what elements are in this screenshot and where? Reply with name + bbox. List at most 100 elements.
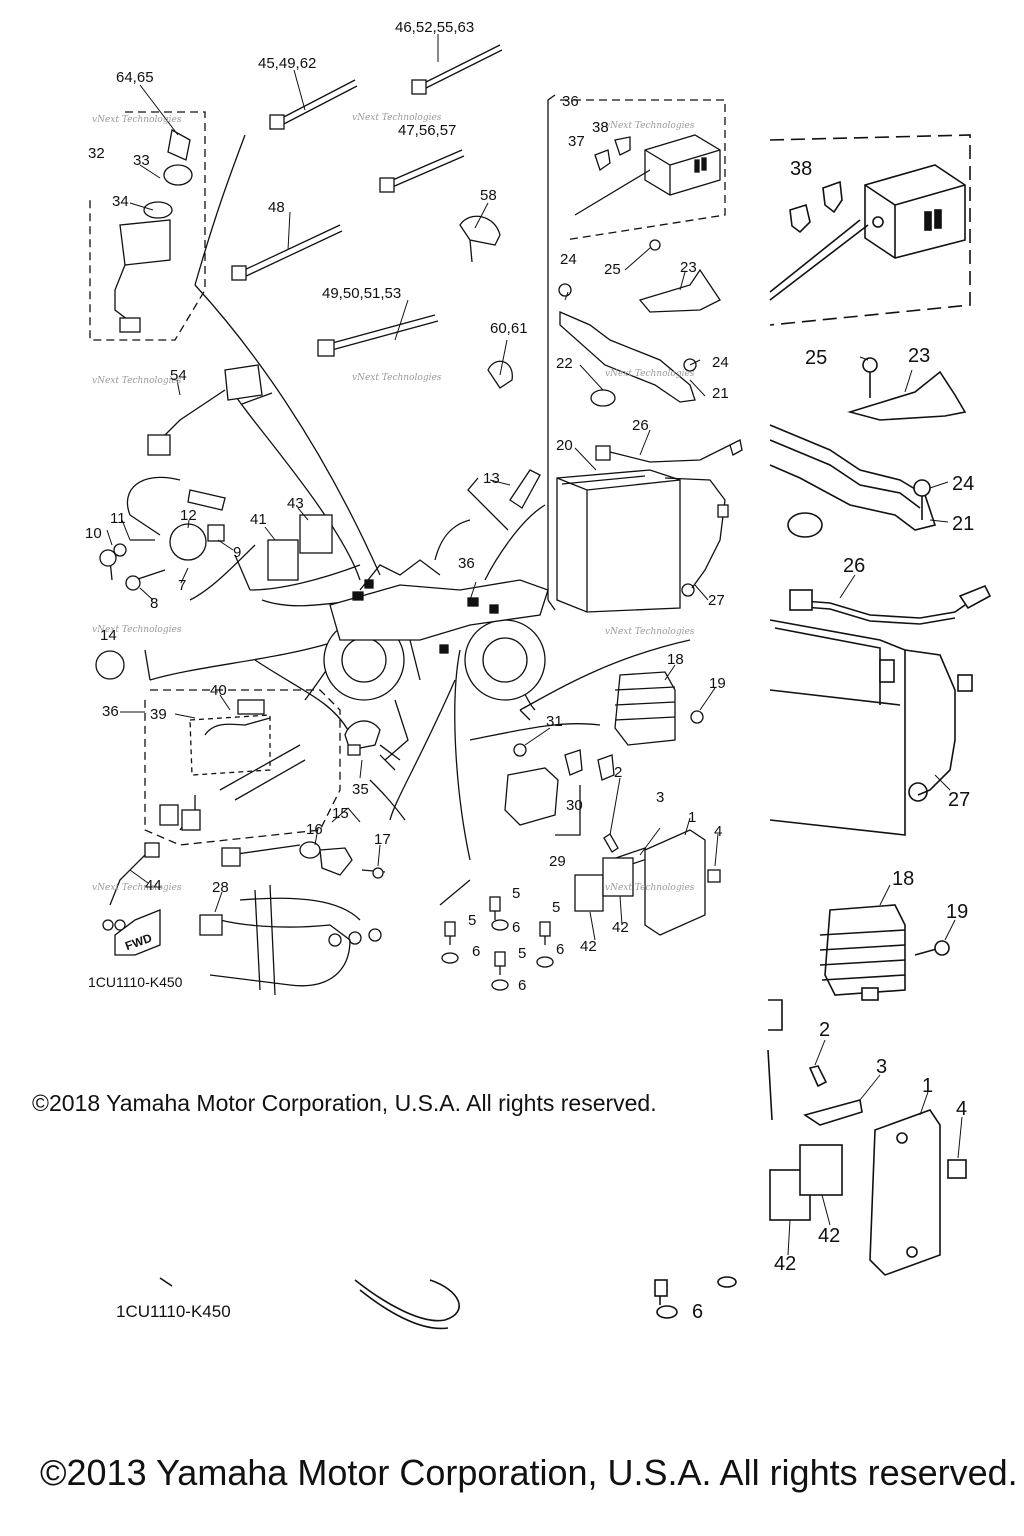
callout-27: 27 — [708, 592, 725, 609]
callout-13: 13 — [483, 470, 500, 487]
callout-6d: 6 — [518, 977, 526, 994]
zoom-callout-42a: 42 — [774, 1253, 796, 1275]
watermarks: vNext Technologies vNext Technologies vN… — [92, 113, 695, 893]
callout-32: 32 — [88, 145, 105, 162]
callout-4: 4 — [714, 823, 722, 840]
zoom-callout-26: 26 — [843, 555, 865, 577]
callout-24b: 24 — [712, 354, 729, 371]
callout-28: 28 — [212, 879, 229, 896]
watermark: vNext Technologies — [605, 627, 695, 637]
callout-6a: 6 — [512, 919, 520, 936]
callout-19: 19 — [709, 675, 726, 692]
callout-5c: 5 — [552, 899, 560, 916]
callout-36b: 36 — [458, 555, 475, 572]
watermark: vNext Technologies — [605, 369, 695, 379]
zoom-callout-3: 3 — [876, 1056, 887, 1078]
zoom-callout-23: 23 — [908, 345, 930, 367]
watermark: vNext Technologies — [605, 883, 695, 893]
callout-42a: 42 — [580, 938, 597, 955]
callout-1: 1 — [688, 809, 696, 826]
callout-5b: 5 — [468, 912, 476, 929]
callout-38: 38 — [592, 119, 609, 136]
callout-8: 8 — [150, 595, 158, 612]
callout-20: 20 — [556, 437, 573, 454]
watermark: vNext Technologies — [92, 883, 182, 893]
zoom-callout-25: 25 — [805, 347, 827, 369]
callout-10: 10 — [85, 525, 102, 542]
callout-33: 33 — [133, 152, 150, 169]
zoom-callout-2: 2 — [819, 1019, 830, 1041]
callout-2: 2 — [614, 764, 622, 781]
watermark: vNext Technologies — [92, 115, 182, 125]
callout-5a: 5 — [512, 885, 520, 902]
copyright-inner: ©2018 Yamaha Motor Corporation, U.S.A. A… — [32, 1090, 657, 1117]
part-callouts: 46,52,55,63 45,49,62 64,65 47,56,57 32 3… — [85, 19, 974, 1323]
callout-3: 3 — [656, 789, 664, 806]
callout-60: 60,61 — [490, 320, 528, 337]
callout-29: 29 — [549, 853, 566, 870]
callout-26: 26 — [632, 417, 649, 434]
callout-22: 22 — [556, 355, 573, 372]
callout-64: 64,65 — [116, 69, 154, 86]
zoom-callout-27: 27 — [948, 789, 970, 811]
callout-25: 25 — [604, 261, 621, 278]
callout-41: 41 — [250, 511, 267, 528]
callout-49: 49,50,51,53 — [322, 285, 401, 302]
callout-42b: 42 — [612, 919, 629, 936]
zoom-callout-6: 6 — [692, 1301, 703, 1323]
callout-39: 39 — [150, 706, 167, 723]
diagram-code-zoom: 1CU1110-K450 — [116, 1302, 231, 1321]
callout-31: 31 — [546, 713, 563, 730]
callout-46: 46,52,55,63 — [395, 19, 474, 36]
callout-16: 16 — [306, 821, 323, 838]
callout-45: 45,49,62 — [258, 55, 316, 72]
watermark: vNext Technologies — [352, 373, 442, 383]
callout-40: 40 — [210, 682, 227, 699]
callout-47: 47,56,57 — [398, 122, 456, 139]
zoom-callout-38: 38 — [790, 158, 812, 180]
callout-23: 23 — [680, 259, 697, 276]
callout-6c: 6 — [556, 941, 564, 958]
zoom-callout-18: 18 — [892, 868, 914, 890]
callout-30: 30 — [566, 797, 583, 814]
watermark: vNext Technologies — [352, 113, 442, 123]
zoom-callout-1: 1 — [922, 1075, 933, 1097]
watermark: vNext Technologies — [605, 121, 695, 131]
callout-18: 18 — [667, 651, 684, 668]
callout-34: 34 — [112, 193, 129, 210]
callout-17: 17 — [374, 831, 391, 848]
zoom-callout-19: 19 — [946, 901, 968, 923]
callout-24: 24 — [560, 251, 577, 268]
callout-12: 12 — [180, 507, 197, 524]
callout-14: 14 — [100, 627, 117, 644]
watermark: vNext Technologies — [92, 625, 182, 635]
main-exploded-diagram — [89, 44, 743, 996]
zoom-callout-21: 21 — [952, 513, 974, 535]
callout-6b: 6 — [472, 943, 480, 960]
copyright-outer: ©2013 Yamaha Motor Corporation, U.S.A. A… — [40, 1452, 1018, 1493]
callout-35: 35 — [352, 781, 369, 798]
leader-lines — [106, 34, 963, 1256]
callout-36: 36 — [562, 93, 579, 110]
watermark: vNext Technologies — [92, 376, 182, 386]
callout-37: 37 — [568, 133, 585, 150]
callout-15: 15 — [332, 805, 349, 822]
zoom-callout-4: 4 — [956, 1098, 967, 1120]
callout-36c: 36 — [102, 703, 119, 720]
callout-9: 9 — [233, 544, 241, 561]
callout-48: 48 — [268, 199, 285, 216]
zoom-callout-42b: 42 — [818, 1225, 840, 1247]
diagram-code: 1CU1110-K450 — [88, 974, 183, 990]
zoom-callout-24: 24 — [952, 473, 974, 495]
callout-44: 44 — [145, 877, 162, 894]
callout-11: 11 — [110, 510, 126, 527]
zoomed-detail-view — [159, 134, 992, 1330]
callout-7: 7 — [178, 577, 186, 594]
callout-58: 58 — [480, 187, 497, 204]
atv-vehicle-drawing — [323, 559, 549, 701]
callout-5d: 5 — [518, 945, 526, 962]
callout-21: 21 — [712, 385, 729, 402]
callout-54: 54 — [170, 367, 187, 384]
callout-43: 43 — [287, 495, 304, 512]
